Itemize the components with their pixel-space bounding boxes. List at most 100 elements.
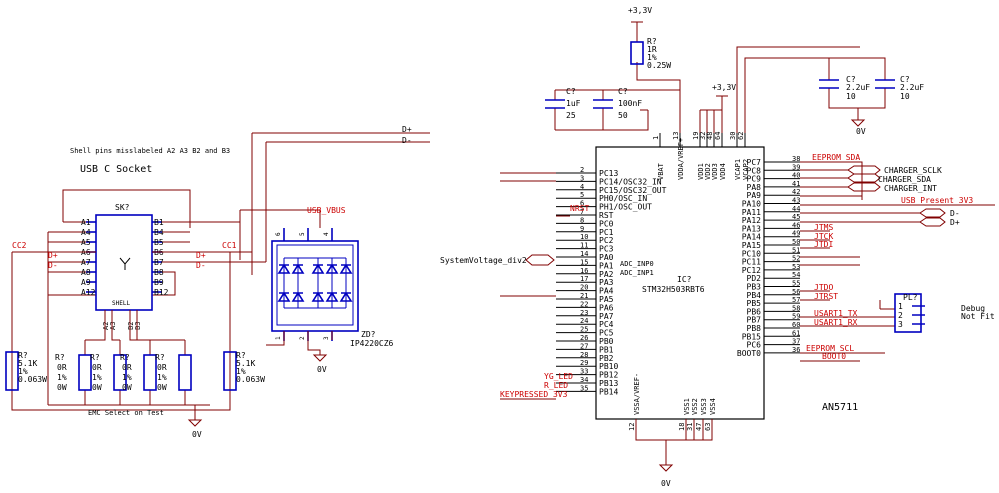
mcu-pin-PB4: PB4	[747, 291, 762, 300]
mcu-pin-PA9: PA9	[747, 191, 762, 200]
svg-text:1%: 1%	[157, 373, 167, 382]
svg-text:58: 58	[792, 304, 800, 312]
mcu-pin-PA8: PA8	[747, 183, 762, 192]
resistor-cc2: R? 5.1K 1% 0.063W	[5, 351, 47, 391]
svg-text:5: 5	[299, 232, 306, 236]
mcu-pin-PA10: PA10	[742, 200, 761, 209]
usb-pin-B1: B1	[154, 218, 164, 227]
mcu-pin-PC13: PC13	[599, 169, 618, 178]
mcu-pin-PB14: PB14	[599, 387, 618, 396]
adc-inp0: ADC_INP0	[620, 260, 654, 268]
svg-text:19: 19	[692, 132, 700, 140]
capacitor-1uf: C? 1uF 25	[545, 87, 581, 120]
svg-text:34: 34	[580, 376, 588, 384]
resistor-emc	[113, 354, 127, 391]
capacitor-vcap2: C? 2.2uF 10	[875, 75, 924, 101]
mcu-pin-PC11: PC11	[742, 258, 761, 267]
svg-text:11: 11	[580, 242, 588, 250]
mcu-pin-PA11: PA11	[742, 208, 761, 217]
mcu-pin-VDD1: VDD1	[697, 163, 705, 180]
net-charger-sclk: CHARGER_SCLK	[884, 166, 942, 175]
mcu-pin-BOOT0: BOOT0	[737, 349, 761, 358]
svg-text:0W: 0W	[122, 383, 132, 392]
resistor-emc	[178, 354, 192, 391]
mcu-pin-PA15: PA15	[742, 241, 761, 250]
svg-text:28: 28	[580, 351, 588, 359]
debug-header	[894, 293, 922, 333]
svg-text:0R: 0R	[122, 363, 132, 372]
usb-left-dm: D-	[48, 261, 58, 270]
svg-text:0R: 0R	[92, 363, 102, 372]
mcu-pin-PA6: PA6	[599, 303, 614, 312]
mcu-pin-VSSA/VREF-: VSSA/VREF-	[633, 373, 641, 415]
svg-text:C?: C?	[846, 75, 856, 84]
svg-text:5.1K: 5.1K	[18, 359, 37, 368]
gnd-label-mcu: 0V	[661, 479, 671, 488]
svg-text:4: 4	[580, 183, 584, 191]
mcu-pin-PB0: PB0	[599, 337, 614, 346]
mcu-pin-VBAT: VBAT	[657, 162, 665, 180]
svg-text:1%: 1%	[57, 373, 67, 382]
mcu-pin-PC2: PC2	[599, 236, 614, 245]
svg-text:R?: R?	[155, 353, 165, 362]
svg-text:25: 25	[580, 326, 588, 334]
net-usb-present: USB_Present_3V3	[901, 196, 973, 205]
svg-text:R?: R?	[647, 37, 657, 46]
net-dm: D-	[950, 209, 960, 218]
mcu-pin-PC10: PC10	[742, 249, 761, 258]
mcu-pin-PB8: PB8	[747, 324, 762, 333]
svg-text:0.25W: 0.25W	[647, 61, 671, 70]
vcc-label-top: +3,3V	[628, 6, 652, 15]
debug-label-2: Not Fit	[961, 312, 995, 321]
svg-text:35: 35	[580, 384, 588, 392]
resistor-cc1: R? 5.1K 1% 0.063W	[223, 351, 265, 391]
svg-text:1%: 1%	[122, 373, 132, 382]
svg-text:1: 1	[275, 336, 282, 340]
mcu-pin-VDD4: VDD4	[719, 163, 727, 180]
svg-text:41: 41	[792, 180, 800, 188]
mcu-refdes: IC?	[677, 275, 692, 284]
svg-text:38: 38	[792, 155, 800, 163]
net-eeprom-scl: EEPROM_SCL	[806, 344, 854, 353]
mcu-footnote: AN5711	[822, 402, 858, 413]
mcu-pin-PB12: PB12	[599, 371, 618, 380]
mcu-pin-VDD2: VDD2	[704, 163, 712, 180]
svg-text:C?: C?	[618, 87, 628, 96]
usb-data-lines	[252, 132, 430, 143]
mcu-pin-VSS1: VSS1	[683, 398, 691, 415]
mcu-pin-PA3: PA3	[599, 278, 614, 287]
svg-text:57: 57	[792, 296, 800, 304]
svg-text:50: 50	[792, 238, 800, 246]
mcu-pin-PB5: PB5	[747, 299, 762, 308]
mcu-pin-VSS2: VSS2	[691, 398, 699, 415]
svg-text:44: 44	[792, 205, 800, 213]
usb-pin-B3: B3	[134, 322, 142, 330]
net-charger-int: CHARGER_INT	[884, 184, 937, 193]
svg-text:52: 52	[792, 255, 800, 263]
mcu-pin-PA7: PA7	[599, 312, 614, 321]
cc2-label: CC2	[12, 241, 27, 250]
charger-ports	[847, 165, 881, 192]
svg-text:1: 1	[898, 302, 903, 311]
svg-text:10: 10	[580, 233, 588, 241]
svg-text:1R: 1R	[647, 45, 657, 54]
svg-text:R?: R?	[18, 351, 28, 360]
svg-text:54: 54	[792, 271, 800, 279]
usb-left-dp: D+	[48, 251, 58, 260]
svg-text:15: 15	[580, 258, 588, 266]
mcu-pin-PA5: PA5	[599, 295, 614, 304]
svg-text:R?: R?	[236, 351, 246, 360]
usb-pin-A7: A7	[81, 258, 91, 267]
mcu-part: STM32H503RBT6	[642, 285, 705, 294]
mcu-pin-PA13: PA13	[742, 224, 761, 233]
svg-text:31: 31	[686, 423, 694, 431]
svg-text:1%: 1%	[18, 367, 28, 376]
usb-pin-B4: B4	[154, 228, 164, 237]
svg-text:60: 60	[792, 321, 800, 329]
svg-text:29: 29	[580, 359, 588, 367]
svg-text:21: 21	[580, 292, 588, 300]
svg-text:27: 27	[580, 342, 588, 350]
usb-pin-A3: A3	[109, 322, 117, 330]
